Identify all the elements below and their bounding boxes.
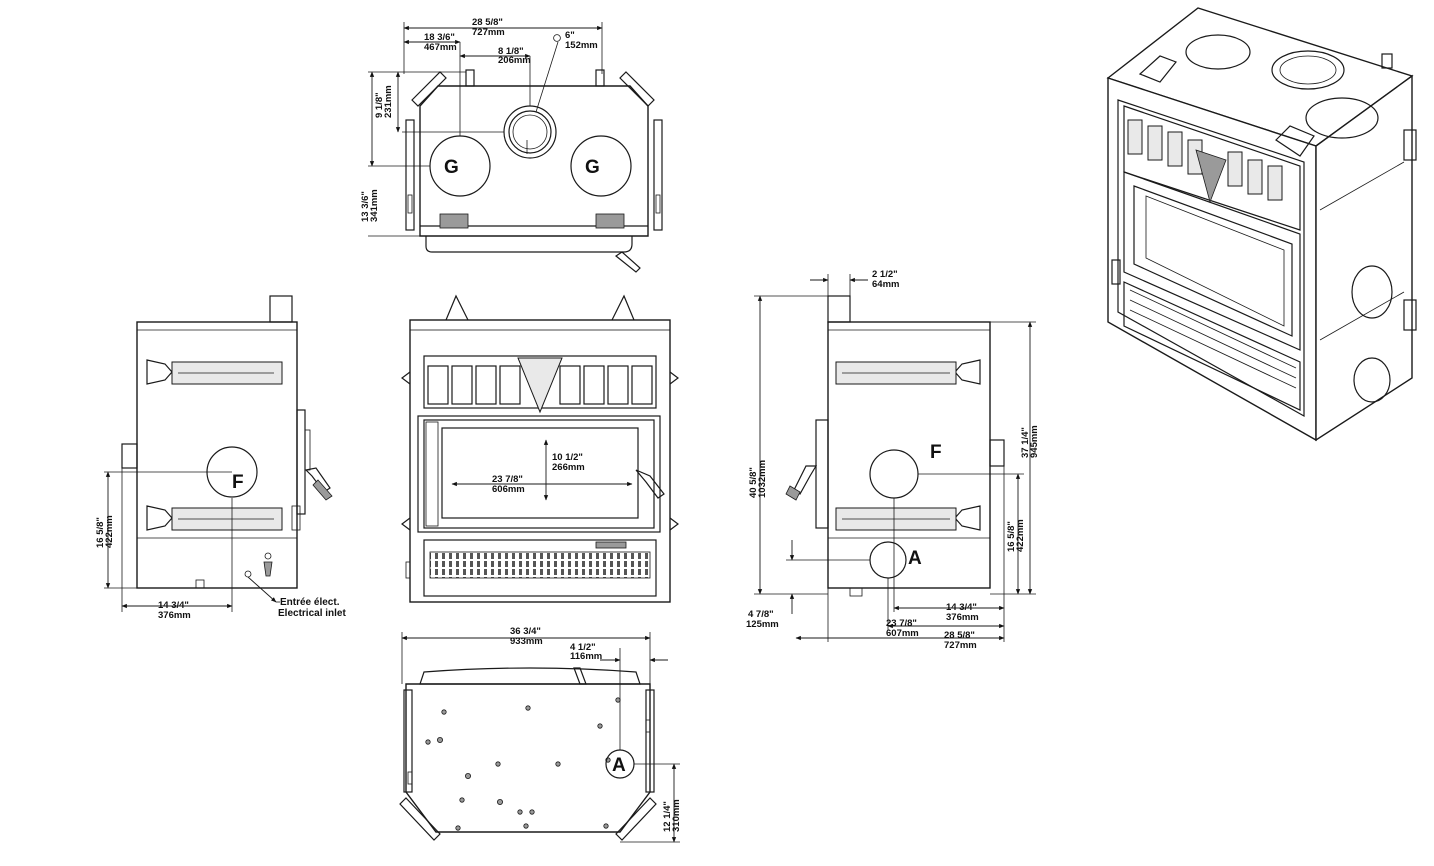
body-height-metric: 945mm bbox=[1029, 425, 1040, 458]
front-view: 10 1/2" 266mm 23 7/8" 606mm bbox=[401, 294, 679, 603]
bottom-width-imperial: 36 3/4" bbox=[510, 626, 541, 637]
side-depth-metric: 341mm bbox=[369, 189, 380, 222]
g-spacing-imperial: 18 3/6" bbox=[424, 32, 455, 43]
right-side-view: F A 2 1/2" 64mm 40 5/8" 1032mm 37 1/4" 9… bbox=[746, 269, 1040, 651]
flue-offset-imperial: 8 1/8" bbox=[498, 46, 524, 57]
overall-height-imperial: 40 5/8" bbox=[748, 467, 759, 498]
base-offset-imperial: 4 7/8" bbox=[748, 609, 774, 620]
top-left-g-label: G bbox=[444, 157, 459, 178]
depth-imperial: 28 5/8" bbox=[944, 630, 975, 641]
top-port-metric: 64mm bbox=[872, 279, 899, 290]
elec-note-fr: Entrée élect. bbox=[280, 597, 340, 608]
top-width-imperial: 28 5/8" bbox=[472, 17, 503, 28]
g-depth-metric: 231mm bbox=[383, 85, 394, 118]
left-f-label: F bbox=[232, 472, 244, 493]
left-f-height-imperial: 16 5/8" bbox=[95, 517, 106, 548]
top-width-metric: 727mm bbox=[472, 27, 505, 38]
bottom-a-offset-imperial: 4 1/2" bbox=[570, 642, 596, 653]
elec-note-en: Electrical inlet bbox=[278, 608, 346, 619]
right-f-height-metric: 422mm bbox=[1015, 519, 1026, 552]
g-depth-imperial: 9 1/8" bbox=[374, 92, 385, 118]
bottom-a-offset-metric: 116mm bbox=[570, 651, 602, 662]
left-f-offset-metric: 376mm bbox=[158, 610, 191, 621]
left-f-offset-imperial: 14 3/4" bbox=[158, 600, 189, 611]
opening-width-imperial: 23 7/8" bbox=[492, 474, 523, 485]
right-f-label: F bbox=[930, 442, 942, 463]
top-right-g-label: G bbox=[585, 157, 600, 178]
bottom-a-depth-imperial: 12 1/4" bbox=[662, 801, 673, 832]
top-port-imperial: 2 1/2" bbox=[872, 269, 898, 280]
isometric-view bbox=[1106, 7, 1417, 442]
left-f-height-metric: 422mm bbox=[104, 515, 115, 548]
opening-width-metric: 606mm bbox=[492, 484, 525, 495]
overall-height-metric: 1032mm bbox=[757, 460, 768, 498]
right-f-offset-metric: 376mm bbox=[946, 612, 979, 623]
a-offset-imperial: 23 7/8" bbox=[886, 618, 917, 629]
flue-offset-metric: 206mm bbox=[498, 55, 531, 66]
a-offset-metric: 607mm bbox=[886, 628, 919, 639]
opening-height-imperial: 10 1/2" bbox=[552, 452, 583, 463]
opening-height-metric: 266mm bbox=[552, 462, 585, 473]
left-side-view: F 16 5/8" 422mm 14 3/4" 376mm Entrée éle… bbox=[95, 295, 346, 621]
base-offset-metric: 125mm bbox=[746, 619, 779, 630]
right-f-offset-imperial: 14 3/4" bbox=[946, 602, 977, 613]
side-depth-imperial: 13 3/6" bbox=[360, 191, 371, 222]
right-f-height-imperial: 16 5/8" bbox=[1006, 521, 1017, 552]
body-height-imperial: 37 1/4" bbox=[1020, 427, 1031, 458]
bottom-a-label: A bbox=[612, 755, 626, 776]
right-a-label: A bbox=[908, 548, 922, 569]
bottom-a-depth-metric: 310mm bbox=[671, 799, 682, 832]
bottom-view: A 36 3/4" 933mm 4 1/2" 116mm 12 1/4" 310… bbox=[399, 626, 682, 843]
flue-diameter-imperial: 6" bbox=[565, 30, 575, 41]
top-view: G G 28 5/8" 727mm 18 3/6" 467mm 8 1/8" 2… bbox=[360, 17, 663, 273]
g-spacing-metric: 467mm bbox=[424, 42, 457, 53]
depth-metric: 727mm bbox=[944, 640, 977, 651]
bottom-width-metric: 933mm bbox=[510, 636, 543, 647]
flue-diameter-metric: 152mm bbox=[565, 40, 598, 51]
